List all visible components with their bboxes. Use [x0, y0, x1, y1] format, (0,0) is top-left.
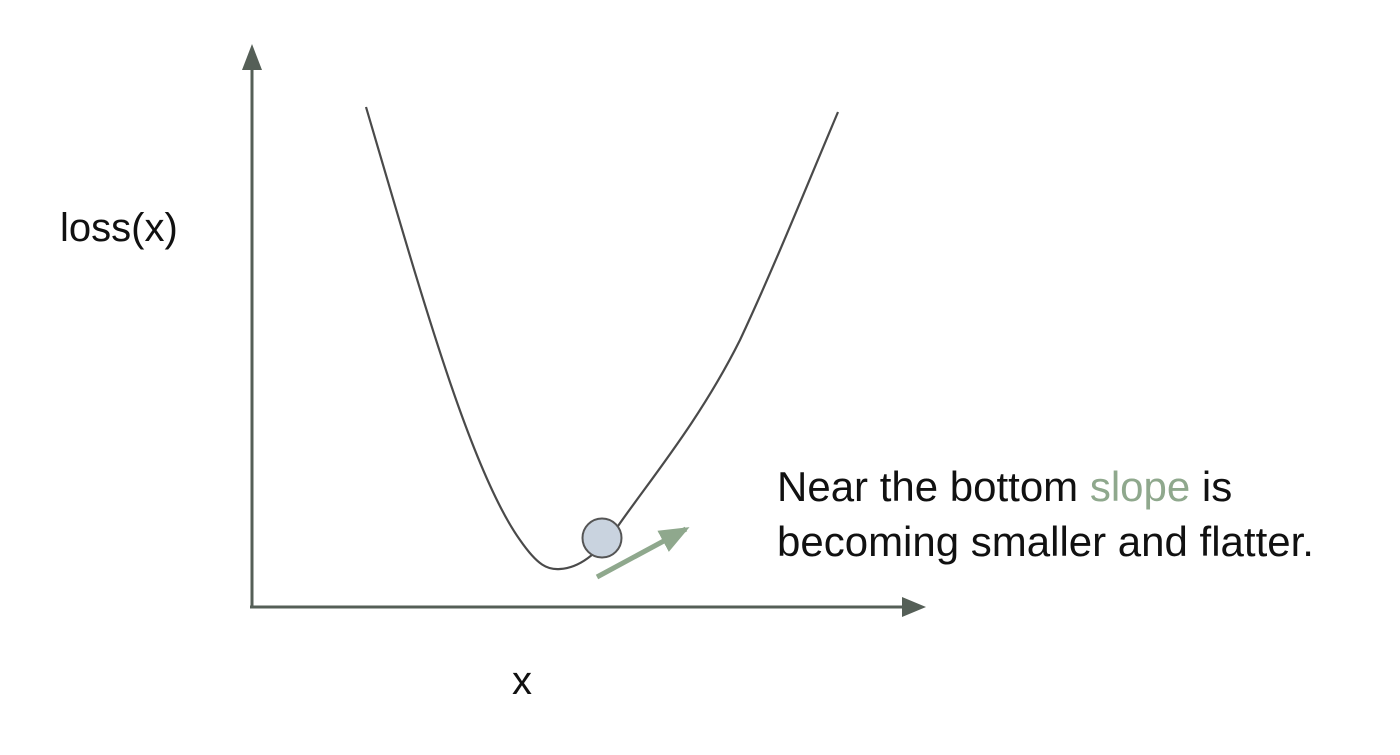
- ball-marker: [581, 517, 623, 559]
- y-axis-arrowhead-icon: [242, 44, 262, 70]
- x-axis-arrowhead-icon: [902, 597, 926, 617]
- slope-direction-arrow: [595, 526, 690, 580]
- caption-line-2: becoming smaller and flatter.: [777, 518, 1314, 565]
- caption-line-1-start: Near the bottom: [777, 463, 1090, 510]
- caption-line-1: Near the bottom slope is: [777, 463, 1232, 510]
- y-axis: [242, 44, 262, 608]
- loss-curve: [364, 106, 840, 571]
- caption-line-1-end: is: [1190, 463, 1232, 510]
- x-axis: [250, 597, 926, 617]
- y-axis-label: loss(x): [60, 206, 178, 250]
- x-axis-label: x: [512, 659, 532, 703]
- caption-highlight-slope: slope: [1090, 463, 1190, 510]
